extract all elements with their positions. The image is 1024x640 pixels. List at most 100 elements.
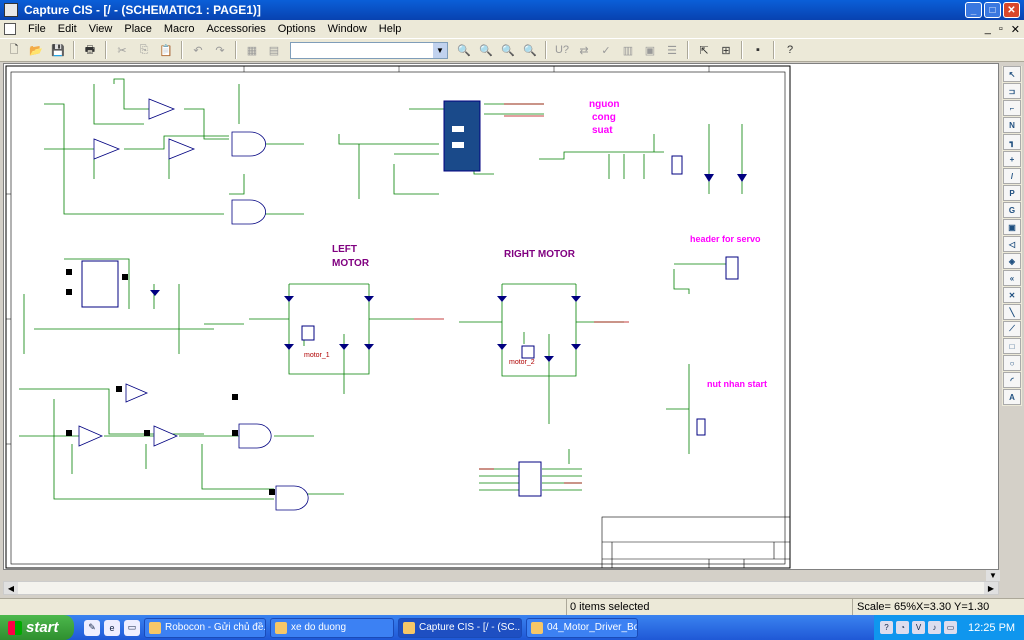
diodes-left [284, 296, 374, 350]
bom-icon[interactable]: ☰ [667, 44, 677, 57]
netlist-icon[interactable]: ▥ [622, 44, 634, 57]
label-nut-nhan-start: nut nhan start [707, 379, 767, 389]
close-button[interactable]: ✕ [1003, 2, 1020, 18]
place-hierarchical-block-icon[interactable]: ▣ [1003, 219, 1021, 235]
place-wire-icon[interactable]: ⌐ [1003, 100, 1021, 116]
zoom-in-icon[interactable]: 🔍 [457, 44, 471, 57]
place-net-alias-icon[interactable]: N [1003, 117, 1021, 133]
bottom-pin-markers [66, 386, 275, 495]
place-arc-icon[interactable]: ◜ [1003, 372, 1021, 388]
toolbar-separator [235, 41, 237, 59]
left-motor-symbol [301, 325, 315, 341]
wires-servo [673, 263, 726, 294]
horizontal-scrollbar[interactable]: ◀ ▶ [3, 581, 999, 595]
zoom-all-icon[interactable]: 🔍 [523, 44, 537, 57]
task-motor-driver[interactable]: 04_Motor_Driver_Bo... [526, 617, 638, 638]
menu-place[interactable]: Place [124, 23, 152, 35]
place-rectangle-icon[interactable]: □ [1003, 338, 1021, 354]
menu-edit[interactable]: Edit [57, 23, 77, 35]
part-combo[interactable]: ▼ [290, 41, 448, 59]
back-annotate-icon[interactable]: ⇄ [579, 44, 589, 57]
task-xe-do-duong[interactable]: xe do duong [270, 617, 394, 638]
new-icon[interactable]: 🗋 [9, 43, 19, 56]
diodes-right [497, 296, 581, 362]
mdi-restore-button[interactable]: ▫ [998, 22, 1003, 35]
monitor-icon[interactable]: ▭ [944, 621, 957, 634]
zoom-area-icon[interactable]: 🔍 [501, 44, 515, 57]
menu-macro[interactable]: Macro [163, 23, 195, 35]
maximize-button[interactable]: □ [984, 2, 1001, 18]
scroll-right-button[interactable]: ▶ [984, 582, 998, 594]
area-select-icon[interactable]: ▤ [268, 44, 280, 57]
zoom-out-icon[interactable]: 🔍 [479, 44, 493, 57]
label-cong: cong [592, 112, 616, 123]
place-junction-icon[interactable]: + [1003, 151, 1021, 167]
menu-accessories[interactable]: Accessories [206, 23, 266, 35]
open-icon[interactable]: 📂 [29, 44, 43, 57]
menu-options[interactable]: Options [277, 23, 316, 35]
zone-ticks [6, 66, 710, 445]
scroll-left-button[interactable]: ◀ [4, 582, 18, 594]
status-scale: Scale= 65% [857, 601, 917, 613]
ie-icon[interactable]: e [104, 619, 120, 636]
clock: 12:25 PM [968, 621, 1016, 634]
chevron-down-icon[interactable]: ▼ [433, 42, 447, 58]
vscroll-down-button[interactable]: ▼ [986, 570, 1000, 581]
print-icon[interactable]: 🖶 [84, 43, 96, 56]
snap-grid-icon[interactable]: ▦ [246, 44, 258, 57]
place-port-icon[interactable]: ◁ [1003, 236, 1021, 252]
label-motor-2: motor_2 [509, 359, 535, 366]
place-line-icon[interactable]: ╲ [1003, 304, 1021, 320]
start-button[interactable]: start [0, 615, 74, 640]
minimize-button[interactable]: _ [965, 2, 982, 18]
schematic-canvas[interactable]: nguon cong suat LEFT MOTOR [3, 63, 999, 570]
snap-icon[interactable]: ⇱ [699, 44, 709, 57]
folder-icon [275, 621, 287, 634]
place-polyline-icon[interactable]: ⟋ [1003, 321, 1021, 337]
wires-right-motor [459, 283, 624, 424]
status-coordinates: X=3.30 Y=1.30 [916, 601, 990, 613]
mdi-close-button[interactable]: ✕ [1010, 23, 1020, 36]
task-robocon[interactable]: Robocon - Gửi chủ đề... [144, 617, 266, 638]
library-icon[interactable]: ▪ [756, 44, 760, 56]
place-ground-icon[interactable]: G [1003, 202, 1021, 218]
menu-file[interactable]: File [28, 23, 46, 35]
save-icon[interactable]: 💾 [51, 44, 65, 57]
menu-help[interactable]: Help [378, 23, 402, 35]
wires-bottom-left [19, 388, 344, 500]
place-power-icon[interactable]: P [1003, 185, 1021, 201]
annotate-icon[interactable]: U? [554, 44, 570, 56]
select-tool-icon[interactable]: ↖ [1003, 66, 1021, 82]
paint-icon[interactable]: ✎ [84, 619, 100, 636]
document-icon[interactable] [4, 23, 16, 35]
capture-icon [403, 621, 415, 634]
menu-window[interactable]: Window [327, 23, 367, 35]
paste-icon[interactable]: 📋 [159, 44, 173, 57]
antivirus-icon[interactable]: V [912, 621, 925, 634]
help-icon[interactable]: ? [880, 621, 893, 634]
volume-icon[interactable]: ♪ [928, 621, 941, 634]
place-part-icon[interactable]: ⊐ [1003, 83, 1021, 99]
drc-icon[interactable]: ✓ [601, 44, 611, 57]
place-no-connect-icon[interactable]: ✕ [1003, 287, 1021, 303]
help-icon[interactable]: ? [786, 44, 794, 56]
place-bus-icon[interactable]: ┓ [1003, 134, 1021, 150]
mdi-minimize-button[interactable]: _ [984, 22, 991, 35]
network-icon[interactable]: ◔ [896, 621, 909, 634]
undo-icon[interactable]: ↶ [193, 44, 203, 57]
place-off-page-icon[interactable]: « [1003, 270, 1021, 286]
redo-icon[interactable]: ↷ [215, 44, 225, 57]
copy-icon[interactable]: ⎘ [139, 43, 149, 56]
task-capture-cis[interactable]: Capture CIS - [/ - (SC... [398, 617, 522, 638]
place-ellipse-icon[interactable]: ○ [1003, 355, 1021, 371]
place-pin-icon[interactable]: ◈ [1003, 253, 1021, 269]
cross-ref-icon[interactable]: ▣ [644, 44, 656, 57]
place-bus-entry-icon[interactable]: / [1003, 168, 1021, 184]
cut-icon[interactable]: ✂ [117, 44, 127, 57]
project-manager-icon[interactable]: ⊞ [721, 44, 731, 57]
show-desktop-icon[interactable]: ▭ [124, 619, 140, 636]
menu-view[interactable]: View [88, 23, 113, 35]
net-labels [414, 103, 629, 484]
place-text-icon[interactable]: A [1003, 389, 1021, 405]
wires-regulator [338, 103, 544, 199]
